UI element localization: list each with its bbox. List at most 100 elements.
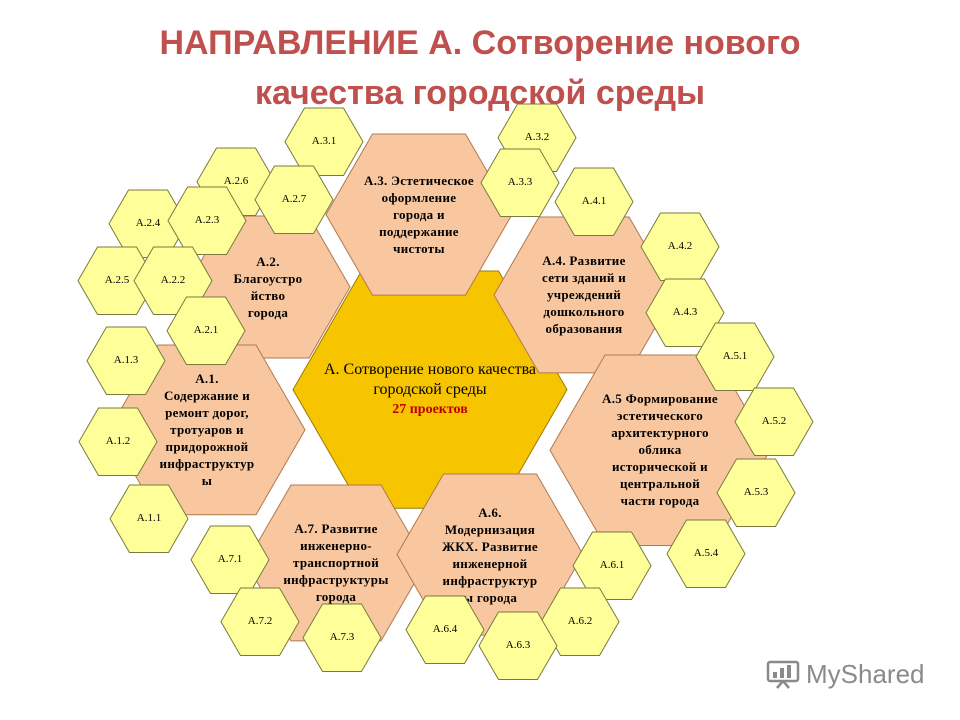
project-hexagon-a27-polygon <box>254 165 334 235</box>
direction-hexagon-a3: А.3. Эстетическое оформление города и по… <box>325 133 513 297</box>
project-hexagon-a31: А.3.1 <box>284 107 364 177</box>
project-hexagon-a12-polygon <box>78 407 158 477</box>
direction-hexagon-a5: А.5 Формирование эстетического архитекту… <box>549 354 771 546</box>
project-hexagon-label: А.6.2 <box>567 615 593 628</box>
project-hexagon-a23-polygon <box>167 186 247 256</box>
project-hexagon-a51: А.5.1 <box>695 322 775 392</box>
project-hexagon-a13: А.1.3 <box>86 326 166 396</box>
project-hexagon-label: А.1.3 <box>113 354 139 367</box>
project-hexagon-a53-polygon <box>716 458 796 528</box>
project-hexagon-label: А.2.3 <box>194 214 220 227</box>
project-hexagon-a21-shape <box>166 296 246 366</box>
project-hexagon-a72-shape <box>220 587 300 657</box>
project-hexagon-a73-shape <box>302 603 382 673</box>
project-hexagon-a25-shape <box>77 246 157 316</box>
project-hexagon-a63: А.6.3 <box>478 611 558 681</box>
project-hexagon-a25: А.2.5 <box>77 246 157 316</box>
project-hexagon-label: А.5.4 <box>693 547 719 560</box>
direction-hexagon-label: А.2. Благоустро йство города <box>233 253 303 320</box>
project-hexagon-label: А.2.1 <box>193 324 219 337</box>
project-hexagon-a63-shape <box>478 611 558 681</box>
project-hexagon-label: А.4.1 <box>581 195 607 208</box>
project-hexagon-label: А.2.6 <box>223 175 249 188</box>
project-hexagon-a73: А.7.3 <box>302 603 382 673</box>
project-hexagon-label: А.7.3 <box>329 631 355 644</box>
logo-text: MyShared <box>806 658 925 689</box>
project-hexagon-a41: А.4.1 <box>554 167 634 237</box>
project-hexagon-a12: А.1.2 <box>78 407 158 477</box>
project-hexagon-label: А.5.2 <box>761 415 787 428</box>
project-hexagon-a12-shape <box>78 407 158 477</box>
project-hexagon-a27-shape <box>254 165 334 235</box>
project-hexagon-a11-shape <box>109 484 189 554</box>
project-hexagon-a33-polygon <box>480 148 560 218</box>
project-hexagon-a71: А.7.1 <box>190 525 270 595</box>
project-hexagon-label: А.4.2 <box>667 240 693 253</box>
project-hexagon-label: А.2.2 <box>160 274 186 287</box>
slide-title-line-2: качества городской среды <box>254 74 706 112</box>
slide-title: НАПРАВЛЕНИЕ А. Сотворение нового качеств… <box>0 18 960 118</box>
center-hexagon-label: А. Сотворение нового качества городской … <box>323 360 537 398</box>
project-hexagon-a31-polygon <box>284 107 364 177</box>
direction-hexagon-label: А.4. Развитие сети зданий и учреждений д… <box>541 253 626 337</box>
project-hexagon-a23: А.2.3 <box>167 186 247 256</box>
project-hexagon-label: А.6.3 <box>505 639 531 652</box>
project-hexagon-a13-shape <box>86 326 166 396</box>
project-hexagon-label: А.2.4 <box>135 217 161 230</box>
project-count: 27 проектов <box>392 401 468 417</box>
direction-hexagon-label: А.5 Формирование эстетического архитекту… <box>602 391 718 509</box>
project-hexagon-a11-polygon <box>109 484 189 554</box>
project-hexagon-a21-polygon <box>166 296 246 366</box>
project-hexagon-a31-shape <box>284 107 364 177</box>
direction-hexagon-label: А.6. Модернизация ЖКХ. Развитие инженерн… <box>442 504 538 605</box>
project-hexagon-a53: А.5.3 <box>716 458 796 528</box>
direction-hexagon-a3-shape <box>325 133 513 297</box>
project-hexagon-a52-polygon <box>734 387 814 457</box>
center-hexagon-text: А. Сотворение нового качества городской … <box>293 271 567 508</box>
project-hexagon-a61-shape <box>572 531 652 601</box>
direction-hexagon-label: А.7. Развитие инженерно- транспортной ин… <box>283 521 389 605</box>
project-hexagon-a73-polygon <box>302 603 382 673</box>
project-hexagon-a23-shape <box>167 186 247 256</box>
project-hexagon-a21: А.2.1 <box>166 296 246 366</box>
center-hexagon: А. Сотворение нового качества городской … <box>292 270 568 510</box>
direction-hexagon-a7: А.7. Развитие инженерно- транспортной ин… <box>245 484 427 642</box>
project-hexagon-a54-shape <box>666 519 746 589</box>
project-hexagon-a53-shape <box>716 458 796 528</box>
project-hexagon-label: А.5.1 <box>722 350 748 363</box>
project-hexagon-label: А.4.3 <box>672 306 698 319</box>
project-hexagon-a64-polygon <box>405 595 485 665</box>
project-hexagon-a41-shape <box>554 167 634 237</box>
project-hexagon-label: А.6.1 <box>599 559 625 572</box>
direction-hexagon-a1: А.1. Содержание и ремонт дорог, тротуаро… <box>108 344 306 516</box>
project-hexagon-a61: А.6.1 <box>572 531 652 601</box>
project-hexagon-a41-polygon <box>554 167 634 237</box>
slide-title-line-1: НАПРАВЛЕНИЕ А. Сотворение нового <box>159 24 801 62</box>
project-hexagon-a63-polygon <box>478 611 558 681</box>
project-hexagon-a33: А.3.3 <box>480 148 560 218</box>
project-hexagon-a52-shape <box>734 387 814 457</box>
project-hexagon-label: А.3.1 <box>311 135 337 148</box>
project-hexagon-a25-polygon <box>77 246 157 316</box>
direction-hexagon-a6: А.6. Модернизация ЖКХ. Развитие инженерн… <box>396 473 584 637</box>
project-hexagon-label: А.7.2 <box>247 615 273 628</box>
project-hexagon-label: А.6.4 <box>432 623 458 636</box>
project-hexagon-label: А.3.2 <box>524 131 550 144</box>
project-hexagon-label: А.2.7 <box>281 193 307 206</box>
project-hexagon-a64: А.6.4 <box>405 595 485 665</box>
project-hexagon-a64-shape <box>405 595 485 665</box>
direction-hexagon-a4: А.4. Развитие сети зданий и учреждений д… <box>493 216 675 374</box>
project-hexagon-a72: А.7.2 <box>220 587 300 657</box>
project-hexagon-a11: А.1.1 <box>109 484 189 554</box>
project-hexagon-a52: А.5.2 <box>734 387 814 457</box>
project-hexagon-a54-polygon <box>666 519 746 589</box>
direction-hexagon-label: А.1. Содержание и ремонт дорог, тротуаро… <box>159 371 255 489</box>
project-hexagon-a72-polygon <box>220 587 300 657</box>
project-hexagon-a62: А.6.2 <box>540 587 620 657</box>
project-hexagon-a13-polygon <box>86 326 166 396</box>
project-hexagon-label: А.1.2 <box>105 435 131 448</box>
direction-hexagon-a3-polygon <box>325 133 513 297</box>
presentation-board-icon <box>766 660 800 689</box>
direction-hexagon-label: А.3. Эстетическое оформление города и по… <box>364 173 474 257</box>
